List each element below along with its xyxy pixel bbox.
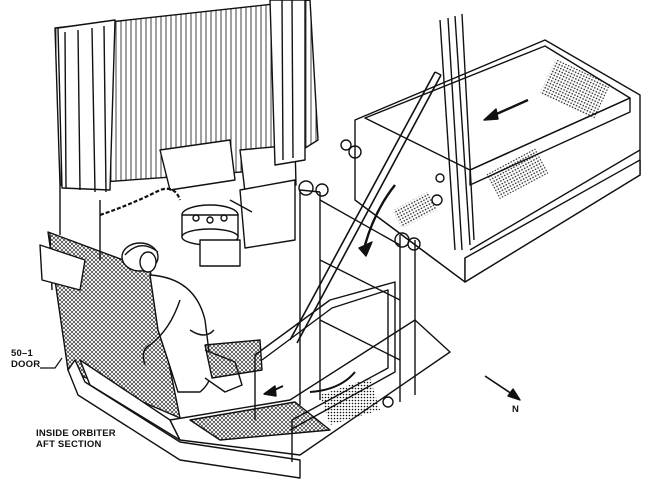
door-label-line1: 50–1 [11, 348, 33, 359]
guard-rail [254, 180, 421, 462]
section-label-line1: INSIDE ORBITER [36, 428, 116, 439]
chain [99, 187, 182, 217]
section-label-line2: AFT SECTION [36, 439, 102, 450]
door-leader-line [40, 357, 63, 369]
swing-arrow-upper [358, 184, 396, 257]
swing-arrow-lower [263, 371, 356, 397]
engine-fins [54, 0, 319, 193]
floor-grating [67, 319, 451, 479]
door-label-line2: DOOR [11, 359, 41, 370]
north-arrow [484, 375, 521, 401]
valve-assembly [181, 179, 296, 267]
hinged-platform [340, 39, 641, 283]
north-label: N [512, 404, 520, 415]
diagonal-pole [289, 71, 442, 344]
support-rods [439, 13, 475, 251]
